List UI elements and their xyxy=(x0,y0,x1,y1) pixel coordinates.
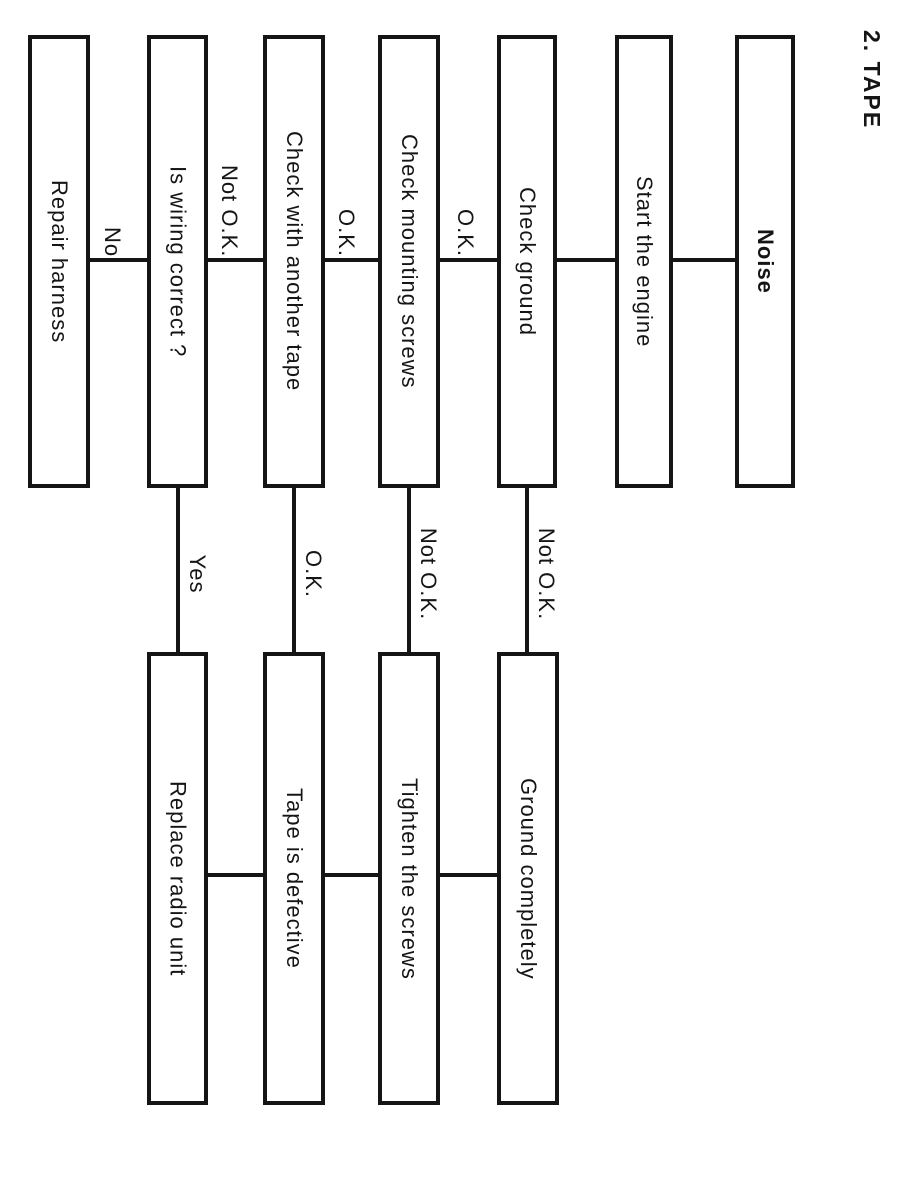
node-check-with-another-tape-label: Check with another tape xyxy=(282,131,307,392)
edge-label-ground-ok: O.K. xyxy=(453,208,478,257)
edge-label-wiring-yes: Yes xyxy=(185,554,210,594)
node-replace-radio-unit: Replace radio unit xyxy=(147,652,208,1105)
node-check-mounting-screws: Check mounting screws xyxy=(378,35,440,488)
drop-line-check-with-another-tape xyxy=(292,486,296,656)
node-ground-completely-label: Ground completely xyxy=(516,777,541,980)
page-title: 2. TAPE xyxy=(859,30,885,130)
node-is-wiring-correct-label: Is wiring correct ? xyxy=(165,165,191,358)
node-tighten-the-screws-label: Tighten the screws xyxy=(397,777,422,980)
node-start-engine: Start the engine xyxy=(615,35,673,488)
node-noise-label: Noise xyxy=(753,229,778,294)
edge-label-wiring-no: No xyxy=(100,226,125,257)
drop-line-check-mounting-screws xyxy=(407,486,411,656)
node-check-mounting-screws-label: Check mounting screws xyxy=(397,134,422,389)
node-is-wiring-correct: Is wiring correct ? xyxy=(147,35,208,488)
node-tighten-the-screws: Tighten the screws xyxy=(378,652,440,1105)
node-check-with-another-tape: Check with another tape xyxy=(263,35,325,488)
connector-bottom-chain-line xyxy=(206,873,501,877)
node-ground-completely: Ground completely xyxy=(497,652,559,1105)
node-noise: Noise xyxy=(735,35,795,488)
node-replace-radio-unit-label: Replace radio unit xyxy=(165,780,191,977)
edge-label-tape-ok: O.K. xyxy=(301,549,326,599)
node-start-engine-label: Start the engine xyxy=(632,175,657,348)
drop-line-is-wiring-correct xyxy=(176,486,180,656)
node-tape-is-defective: Tape is defective xyxy=(263,652,325,1105)
node-check-ground: Check ground xyxy=(497,35,557,488)
edge-label-tape-not-ok: Not O.K. xyxy=(217,164,242,257)
edge-label-mounting-ok: O.K. xyxy=(334,208,359,257)
node-tape-is-defective-label: Tape is defective xyxy=(282,788,307,969)
node-repair-harness-label: Repair harness xyxy=(47,179,72,344)
node-check-ground-label: Check ground xyxy=(515,187,540,336)
edge-label-mounting-not-ok: Not O.K. xyxy=(416,527,441,621)
edge-label-ground-not-ok: Not O.K. xyxy=(534,527,559,621)
drop-line-check-ground xyxy=(525,486,529,656)
node-repair-harness: Repair harness xyxy=(28,35,90,488)
